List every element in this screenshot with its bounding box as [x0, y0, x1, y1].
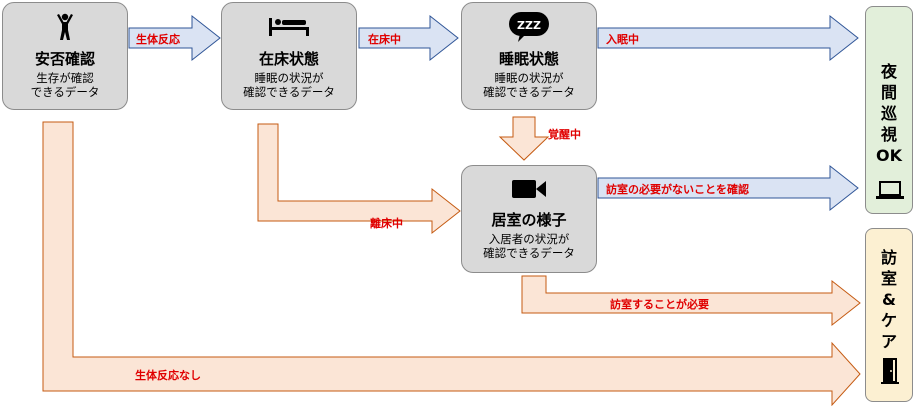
node-in-bed-status: 在床状態 睡眠の状況が 確認できるデータ: [221, 2, 357, 110]
laptop-icon: [875, 181, 905, 205]
label-awake: 覚醒中: [548, 128, 581, 141]
outcome-text: 訪 室 & ケ ア: [880, 248, 897, 351]
label-in-bed: 在床中: [368, 33, 401, 46]
arrow-room-to-visit: [521, 275, 861, 327]
node-safety-check: 安否確認 生存が確認 できるデータ: [2, 2, 128, 110]
node-description: 生存が確認 できるデータ: [30, 71, 100, 99]
node-description: 入居者の状況が 確認できるデータ: [483, 232, 575, 260]
label-no-vital-response: 生体反応なし: [135, 369, 201, 382]
arrow-sleep-to-patrol: [597, 14, 859, 62]
outcome-text: 夜 間 巡 視 OK: [876, 62, 902, 165]
person-in-bed-icon: [268, 17, 310, 41]
person-standing-icon: [55, 13, 75, 45]
node-title: 安否確認: [34, 50, 95, 68]
outcome-night-patrol-ok: 夜 間 巡 視 OK: [865, 6, 913, 214]
label-visit-needed: 訪室することが必要: [610, 298, 709, 311]
arrow-inbed-to-sleep: [358, 14, 459, 62]
label-no-visit-needed: 訪室の必要がないことを確認: [606, 183, 749, 196]
arrow-safety-to-inbed: [128, 14, 221, 62]
label-asleep: 入眠中: [606, 33, 639, 46]
node-title: 居室の様子: [491, 211, 567, 229]
node-title: 在床状態: [258, 50, 319, 68]
node-description: 睡眠の状況が 確認できるデータ: [243, 71, 335, 99]
arrow-inbed-to-room: [257, 123, 461, 235]
node-room-view: 居室の様子 入居者の状況が 確認できるデータ: [461, 165, 597, 273]
label-out-of-bed: 離床中: [370, 217, 403, 230]
svg-text:ZZZ: ZZZ: [517, 19, 541, 32]
node-sleep-status: ZZZ 睡眠状態 睡眠の状況が 確認できるデータ: [461, 2, 597, 110]
sleep-bubble-icon: ZZZ: [508, 11, 550, 47]
arrow-safety-to-visit: [42, 121, 861, 406]
door-icon: [880, 357, 900, 389]
node-title: 睡眠状態: [498, 50, 559, 68]
node-description: 睡眠の状況が 確認できるデータ: [483, 71, 575, 99]
video-camera-icon: [511, 178, 547, 204]
arrow-sleep-to-room: [498, 116, 550, 161]
label-vital-response: 生体反応: [136, 33, 180, 46]
outcome-visit-and-care: 訪 室 & ケ ア: [865, 228, 913, 402]
arrow-room-to-patrol: [597, 164, 859, 212]
